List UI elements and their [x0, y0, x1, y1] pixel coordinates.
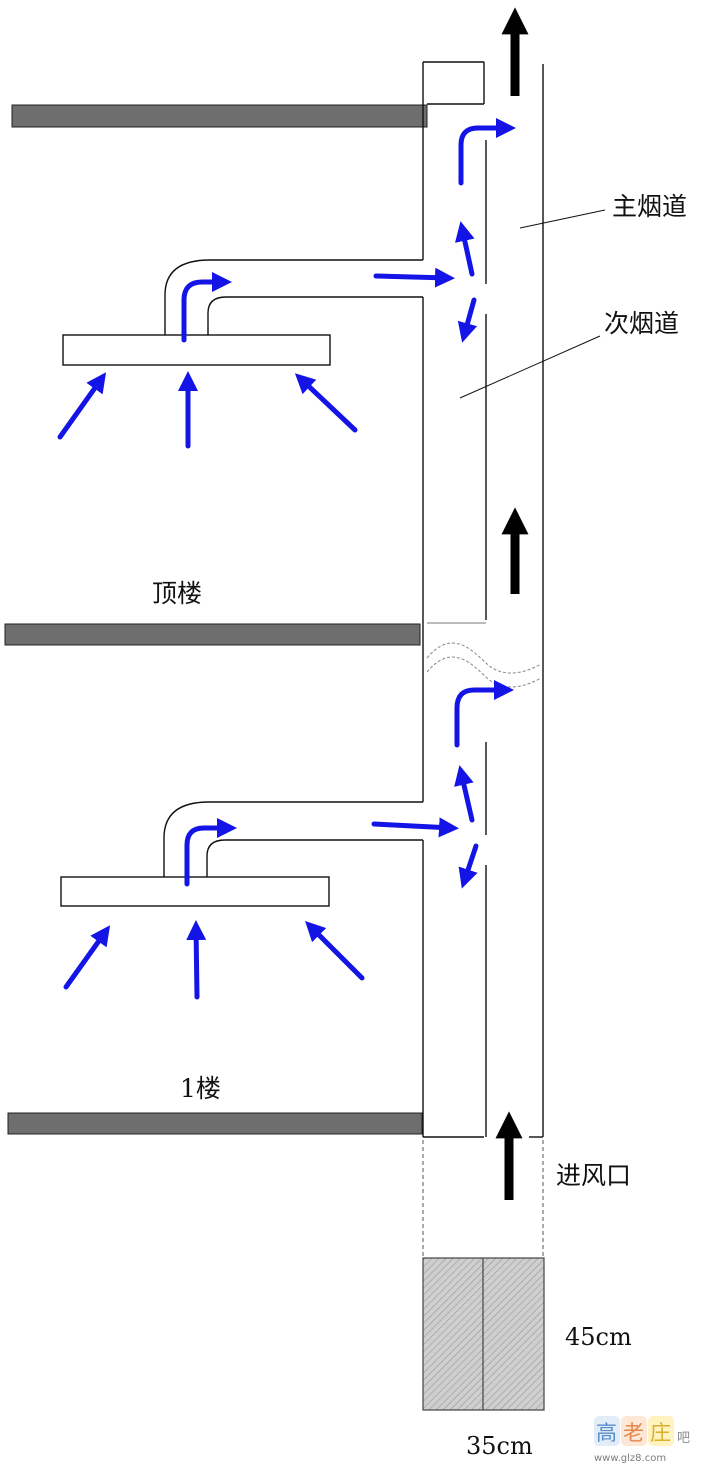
blue-flow-arrow-icon	[186, 920, 207, 1000]
watermark-logo: 高 老 庄 吧 www.glz8.com	[594, 1416, 690, 1464]
blue-flow-arrow-icon	[371, 817, 459, 838]
blue-flow-arrow-icon	[373, 267, 455, 288]
blue-flow-arrow-icon	[458, 118, 517, 186]
first-floor-slab	[7, 1112, 423, 1135]
watermark-url: www.glz8.com	[594, 1453, 666, 1464]
top-floor-slab	[4, 623, 421, 646]
roof-slab	[11, 104, 428, 128]
blue-flow-arrow-icon	[458, 843, 479, 889]
first-floor-label: 1楼	[180, 1074, 221, 1103]
air-inlet-box	[422, 1257, 545, 1411]
secondary-flue-leader	[459, 335, 601, 399]
blue-flow-arrow-icon	[454, 680, 515, 748]
blue-flow-arrow-icon	[294, 373, 358, 433]
blue-flow-arrow-icon	[63, 925, 111, 990]
top-floor-label: 顶楼	[152, 579, 202, 608]
blue-flow-arrow-icon	[454, 221, 475, 277]
flue-divider	[426, 140, 542, 1137]
airflow-first	[63, 680, 515, 1000]
watermark-char: 吧	[677, 1431, 690, 1446]
flue-shaft	[422, 61, 544, 1138]
secondary-flue-label: 次烟道	[604, 309, 679, 338]
air-inlet-label: 进风口	[556, 1161, 631, 1190]
height-dimension-label: 45cm	[565, 1323, 632, 1351]
airflow-top	[57, 118, 517, 449]
watermark-char: 老	[623, 1421, 644, 1445]
range-hood-first	[60, 801, 423, 907]
main-flue-leader	[519, 209, 606, 229]
width-dimension-label: 35cm	[466, 1432, 533, 1460]
watermark-char: 庄	[650, 1421, 671, 1445]
blue-flow-arrow-icon	[184, 818, 238, 887]
blue-flow-arrow-icon	[454, 765, 475, 823]
range-hood-top	[62, 259, 423, 366]
blue-flow-arrow-icon	[57, 372, 107, 440]
watermark-char: 高	[596, 1421, 617, 1445]
blue-flow-arrow-icon	[457, 297, 478, 343]
draft-arrows	[495, 7, 529, 1200]
blue-flow-arrow-icon	[305, 921, 365, 981]
inlet-guides	[422, 1140, 544, 1258]
main-flue-label: 主烟道	[612, 192, 687, 221]
blue-flow-arrow-icon	[181, 272, 233, 343]
